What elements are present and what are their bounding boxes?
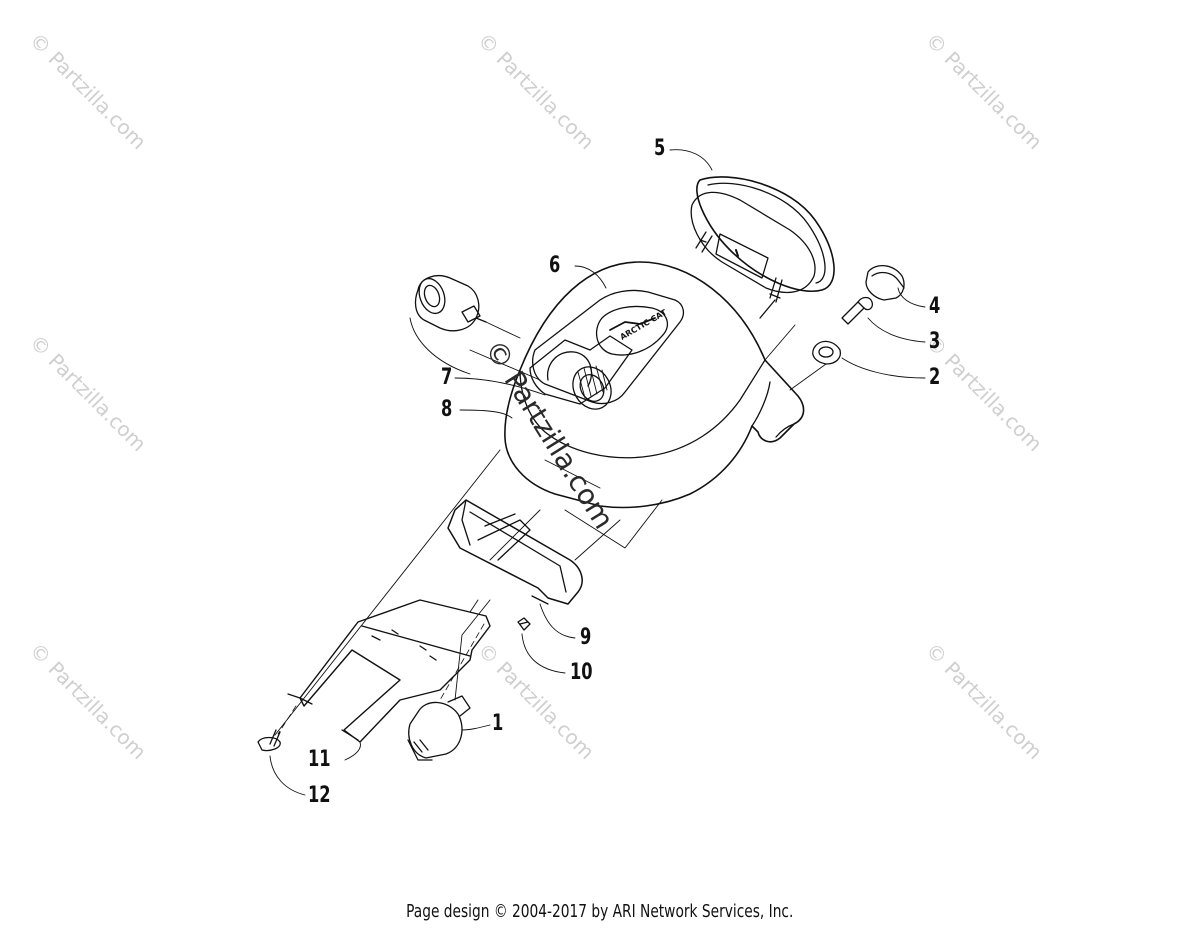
gauge bbox=[690, 176, 835, 319]
callout-2: 2 bbox=[929, 365, 941, 390]
dash-housing bbox=[504, 261, 805, 509]
accessory-socket bbox=[414, 275, 487, 332]
callout-1: 1 bbox=[492, 711, 504, 736]
callout-5: 5 bbox=[654, 136, 666, 161]
bezel-ring bbox=[812, 340, 842, 365]
callout-11: 11 bbox=[308, 747, 331, 772]
nut bbox=[517, 617, 531, 631]
callout-9: 9 bbox=[580, 625, 592, 650]
push-rivet bbox=[257, 729, 281, 752]
key bbox=[841, 296, 874, 325]
footer-copyright: Page design © 2004-2017 by ARI Network S… bbox=[406, 901, 794, 922]
callout-10: 10 bbox=[570, 660, 593, 685]
bracket-tray bbox=[447, 499, 583, 605]
callout-3: 3 bbox=[929, 329, 941, 354]
callout-4: 4 bbox=[929, 294, 941, 319]
callout-7: 7 bbox=[441, 365, 453, 390]
callout-6: 6 bbox=[549, 253, 561, 278]
key-cap bbox=[865, 265, 905, 301]
callout-12: 12 bbox=[308, 783, 331, 808]
switch bbox=[407, 695, 471, 761]
mounting-plate bbox=[287, 599, 491, 743]
callout-8: 8 bbox=[441, 397, 453, 422]
